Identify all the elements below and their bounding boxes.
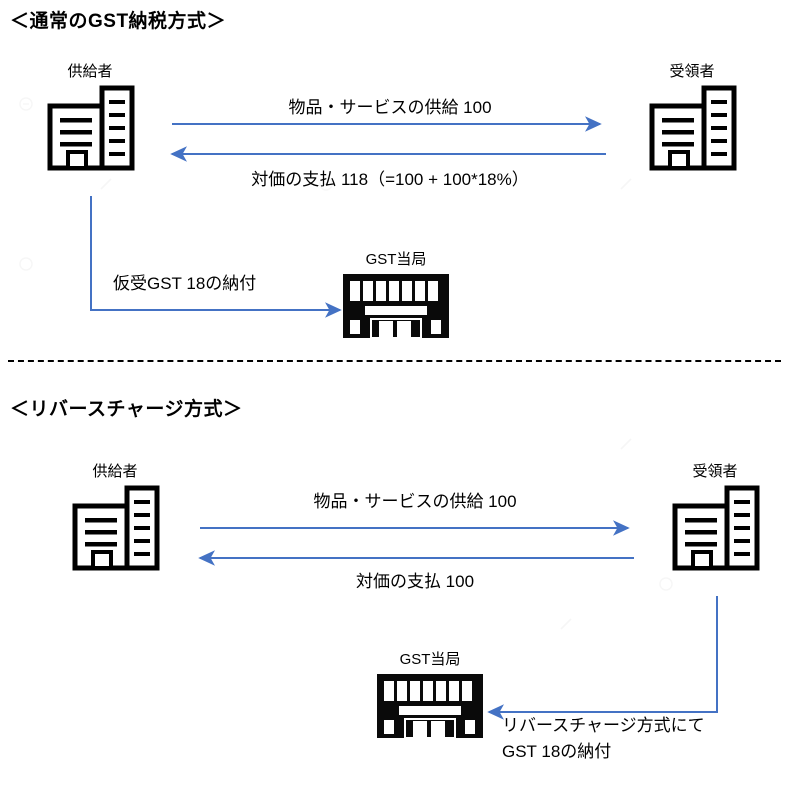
watermark-mark (618, 176, 634, 192)
watermark-mark (558, 616, 574, 632)
government-building-icon (377, 674, 483, 739)
watermark-mark (658, 576, 674, 592)
office-building-icon (649, 85, 737, 171)
section-title-normal-gst: ＜通常のGST納税方式＞ (10, 11, 227, 32)
flow-label-supply-reverse: 物品・サービスの供給 100 (313, 492, 517, 511)
flow-label-supply-normal: 物品・サービスの供給 100 (288, 98, 492, 117)
flow-label-payment-normal: 対価の支払 118（=100 + 100*18%） (251, 170, 529, 189)
entity-recipient-reverse: 受領者 (655, 462, 775, 572)
entity-label-recipient: 受領者 (669, 63, 715, 80)
flow-label-remittance-reverse-line1: リバースチャージ方式にて (502, 716, 705, 735)
flow-label-remittance-reverse-line2: GST 18の納付 (502, 742, 612, 761)
entity-label-supplier: 供給者 (67, 63, 113, 80)
watermark-mark (18, 256, 34, 272)
office-building-icon (47, 85, 135, 171)
entity-label-supplier: 供給者 (92, 463, 138, 480)
government-building-icon (343, 274, 449, 339)
entity-supplier-reverse: 供給者 (55, 462, 175, 572)
arrow-remittance-reverse (487, 596, 718, 720)
entity-supplier-normal: 供給者 (30, 62, 150, 172)
watermark-mark (618, 436, 634, 452)
office-building-icon (72, 485, 160, 571)
entity-label-authority: GST当局 (365, 251, 427, 268)
watermark-mark (98, 176, 114, 192)
flow-label-remittance-normal: 仮受GST 18の納付 (113, 274, 257, 293)
section-title-reverse-charge: ＜リバースチャージ方式＞ (10, 399, 243, 420)
office-building-icon (672, 485, 760, 571)
entity-label-recipient: 受領者 (692, 463, 738, 480)
entity-label-authority: GST当局 (399, 651, 461, 668)
entity-recipient-normal: 受領者 (632, 62, 752, 172)
flow-label-payment-reverse: 対価の支払 100 (355, 572, 475, 591)
section-divider (8, 360, 781, 362)
entity-authority-normal: GST当局 (336, 250, 456, 340)
entity-authority-reverse: GST当局 (370, 650, 490, 740)
